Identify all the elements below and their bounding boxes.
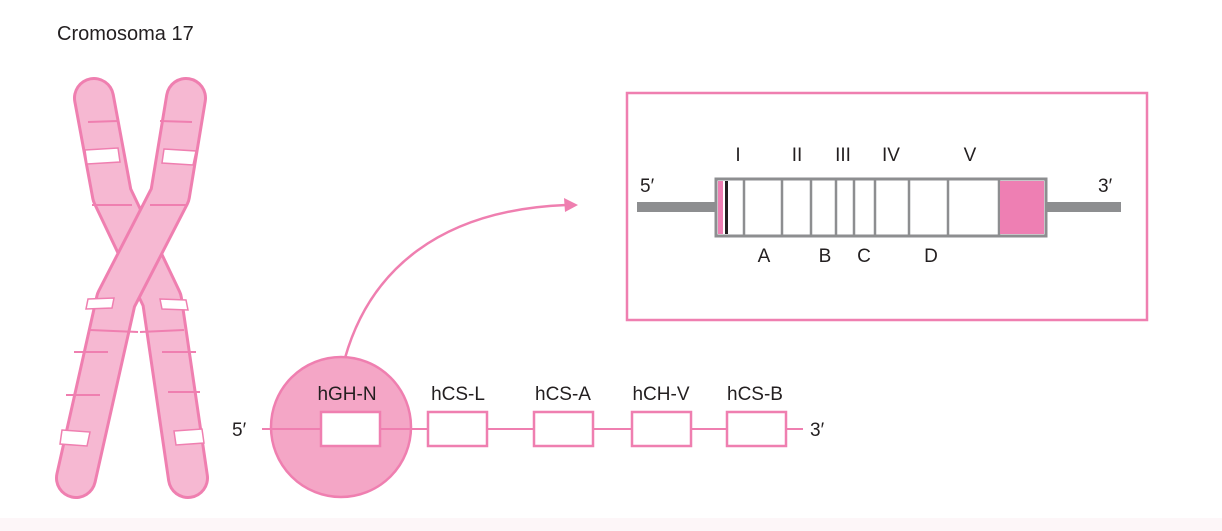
arrowhead-icon [564, 198, 578, 212]
chromosome-17 [55, 77, 209, 499]
cluster-five-prime-label: 5′ [232, 420, 247, 441]
exon-label-ii: II [792, 145, 803, 166]
gene-label-hch-v: hCH-V [632, 384, 689, 405]
gene-label-hcs-l: hCS-L [431, 384, 485, 405]
cluster-three-prime-label: 3′ [810, 420, 825, 441]
gene-box-hgh-n [319, 410, 382, 448]
exon-label-v: V [964, 145, 977, 166]
gene-label-hgh-n: hGH-N [317, 384, 376, 405]
gene-structure-panel: 5′ 3′ I II III IV V A B C D [625, 91, 1149, 322]
segment-boundaries [742, 180, 1001, 235]
gene-cluster: 5′ 3′ hGH-N hCS-L hCS-A hCH-V hCS-B [232, 355, 825, 499]
gene-box-hcs-b [725, 410, 788, 448]
chromosome-bands [59, 147, 205, 447]
gene-box-hcs-l [426, 410, 489, 448]
intron-label-b: B [819, 246, 832, 267]
gene-box-hcs-a [532, 410, 595, 448]
intron-label-d: D [924, 246, 938, 267]
intron-label-a: A [758, 246, 771, 267]
bottom-band [0, 518, 1222, 531]
gene-label-hcs-a: hCS-A [535, 384, 591, 405]
exon-label-i: I [735, 145, 740, 166]
intron-label-c: C [857, 246, 871, 267]
gene-box-hch-v [630, 410, 693, 448]
figure-title: Cromosoma 17 [57, 23, 194, 45]
detail-three-prime-label: 3′ [1098, 176, 1113, 197]
exon-label-iii: III [835, 145, 851, 166]
zoom-arrow [343, 198, 578, 359]
detail-five-prime-label: 5′ [640, 176, 655, 197]
gene-label-hcs-b: hCS-B [727, 384, 783, 405]
start-marker [725, 181, 728, 234]
gene-body [714, 177, 1048, 238]
flank-five-prime [637, 202, 716, 212]
three-prime-utr [1000, 181, 1044, 234]
exon-label-iv: IV [882, 145, 900, 166]
five-prime-utr [718, 181, 723, 234]
flank-three-prime [1046, 202, 1121, 212]
